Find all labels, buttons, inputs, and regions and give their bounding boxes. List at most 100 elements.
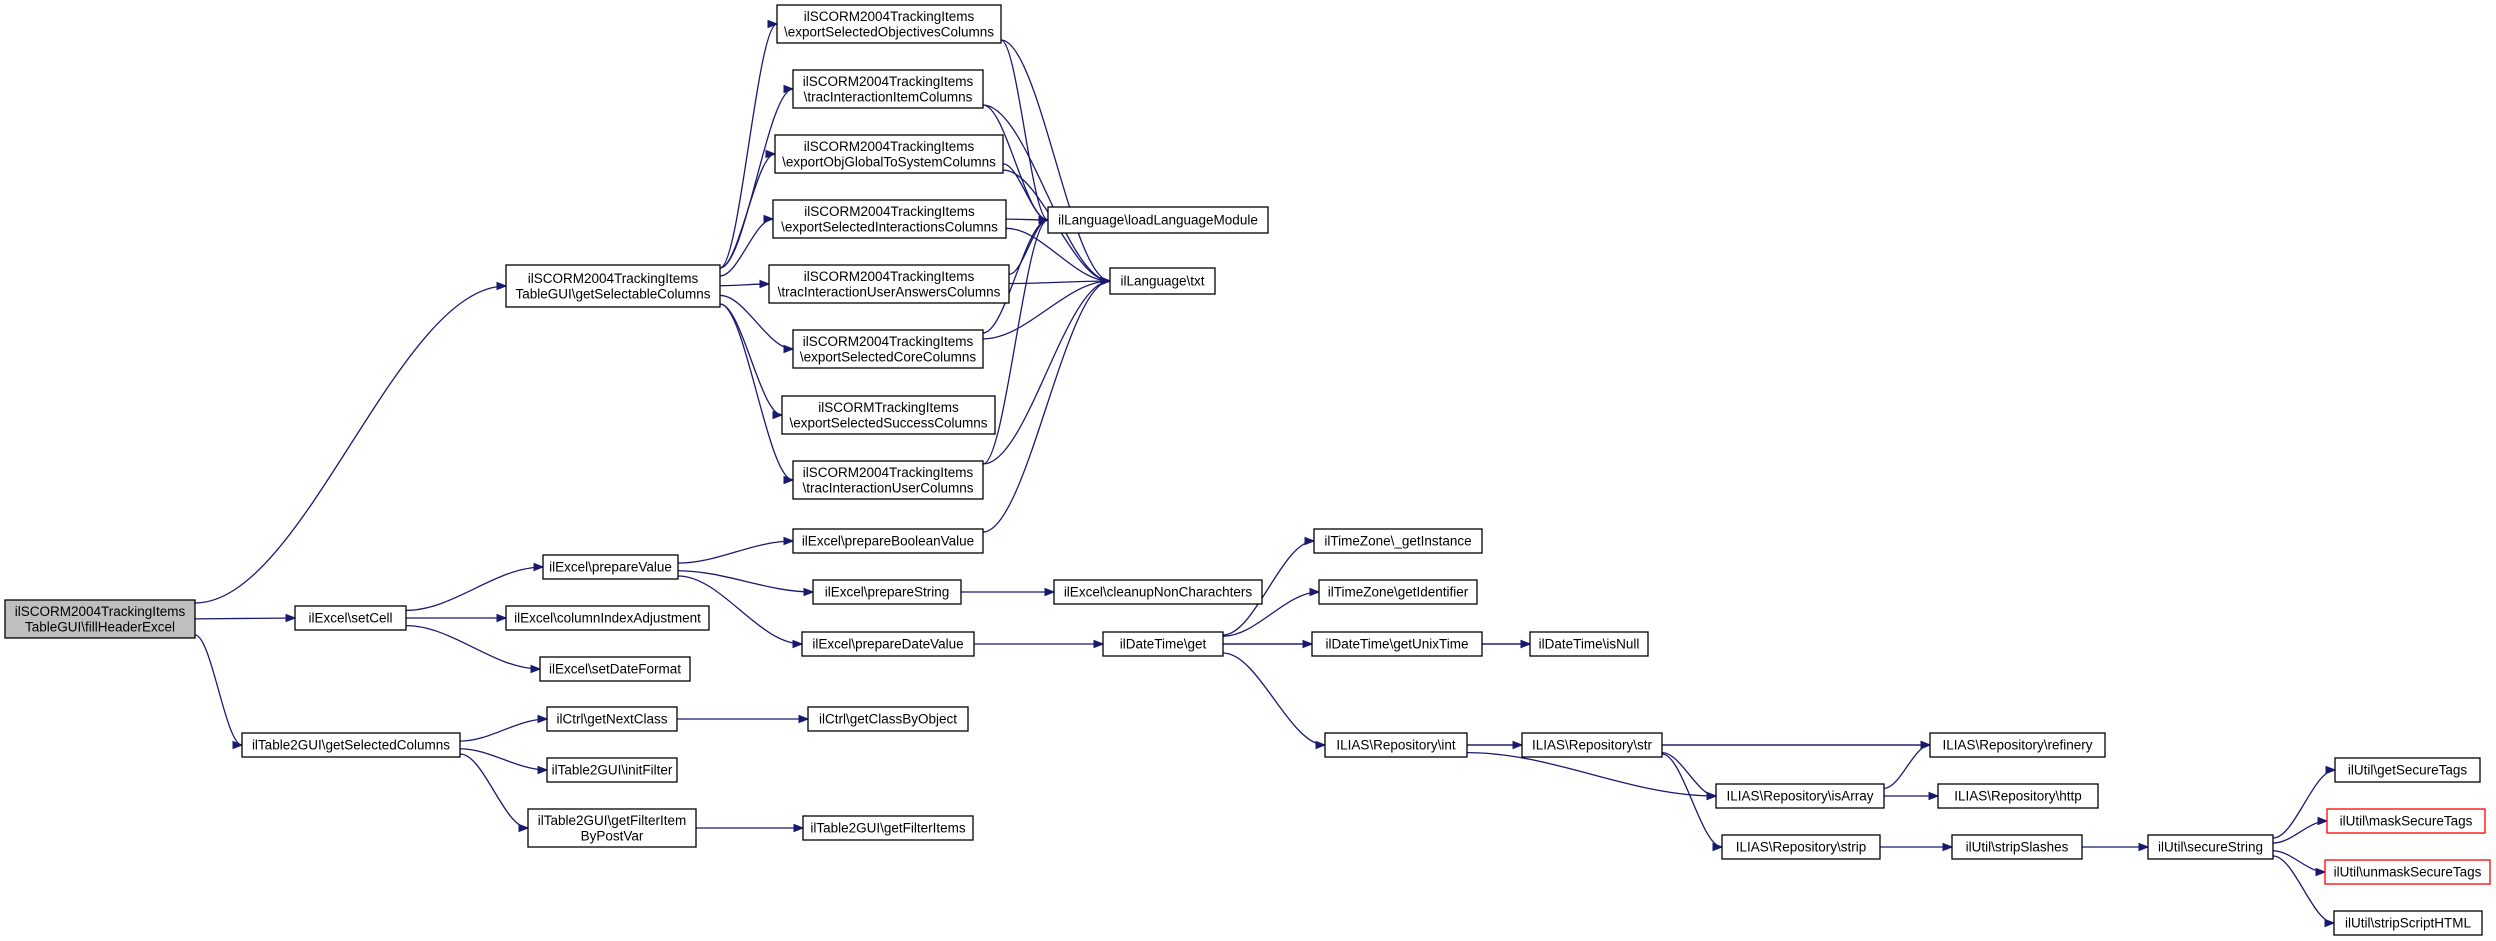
arrowhead-icon [798,714,810,724]
edge-line [194,617,296,620]
node-table2gui-get-filter-items[interactable]: ilTable2GUI\getFilterItems [802,815,974,841]
node-excel-prepare-boolean-value[interactable]: ilExcel\prepareBooleanValue [792,528,984,554]
node-label-line: ilSCORM2004TrackingItems [804,204,975,219]
arrowhead-icon [2325,765,2337,775]
call-edge-excel_set_cell-to-excel_column_index_adjustment [406,613,508,623]
call-edge-ctrl_get_next_class-to-ctrl_get_class_by_object [676,714,810,724]
node-export-selected-success-columns[interactable]: ilSCORMTrackingItems\exportSelectedSucce… [781,395,996,435]
arrowhead-icon [793,823,805,833]
node-label-line: TableGUI\fillHeaderExcel [25,619,175,634]
node-label-line: ByPostVar [581,828,644,843]
node-box [792,329,984,369]
node-repository-http[interactable]: ILIAS\Repository\http [1937,783,2099,809]
node-box [774,134,1004,174]
call-edge-table2gui_get_selected_columns-to-table2gui_get_filter_item_by_post_var [459,753,530,833]
node-label-line: ilSCORMTrackingItems [818,400,959,415]
edge-line [405,566,544,611]
arrowhead-icon [285,613,297,623]
call-edge-get_selectable_columns-to-trac_interaction_item_columns [719,84,795,269]
arrowhead-icon [1315,740,1327,750]
node-excel-set-date-format[interactable]: ilExcel\setDateFormat [539,656,691,682]
node-repository-refinery[interactable]: ILIAS\Repository\refinery [1929,732,2106,758]
node-datetime-is-null[interactable]: ilDateTime\isNull [1529,631,1649,657]
node-language-txt[interactable]: ilLanguage\txt [1109,267,1216,295]
node-label-line: ilTimeZone\_getInstance [1324,534,1471,549]
node-box [527,808,697,848]
node-get-selectable-columns[interactable]: ilSCORM2004TrackingItemsTableGUI\getSele… [505,264,721,308]
node-label-line: ilUtil\maskSecureTags [2340,814,2473,829]
node-label-line: ilCtrl\getNextClass [556,712,667,727]
node-label-line: ilUtil\stripScriptHTML [2345,916,2472,931]
node-excel-set-cell[interactable]: ilExcel\setCell [294,605,407,631]
call-edge-excel_set_cell-to-excel_prepare_value [405,562,545,611]
node-ctrl-get-next-class[interactable]: ilCtrl\getNextClass [546,706,678,732]
node-label-line: ilLanguage\txt [1120,274,1204,289]
arrowhead-icon [1044,587,1056,597]
node-label-line: ilUtil\unmaskSecureTags [2334,865,2482,880]
node-excel-cleanup-non-charachters[interactable]: ilExcel\cleanupNonCharachters [1053,579,1263,605]
call-edge-get_selectable_columns-to-export_selected_interactions_columns [719,214,775,277]
node-fill-header-excel[interactable]: ilSCORM2004TrackingItemsTableGUI\fillHea… [4,599,196,639]
node-label-line: ilSCORM2004TrackingItems [803,334,974,349]
node-label-line: ilUtil\secureString [2158,840,2263,855]
node-repository-is-array[interactable]: ILIAS\Repository\isArray [1715,783,1885,809]
call-edge-repository_is_array-to-repository_refinery [1883,740,1932,789]
node-label-line: \exportSelectedCoreColumns [800,349,977,364]
node-ctrl-get-class-by-object[interactable]: ilCtrl\getClassByObject [807,706,969,732]
node-util-get-secure-tags[interactable]: ilUtil\getSecureTags [2334,757,2481,783]
call-edge-fill_header_excel-to-table2gui_get_selected_columns [194,634,244,750]
node-timezone-get-instance[interactable]: ilTimeZone\_getInstance [1313,528,1483,554]
node-util-secure-string[interactable]: ilUtil\secureString [2147,834,2274,860]
node-repository-int[interactable]: ILIAS\Repository\int [1324,732,1468,758]
call-edge-repository_str-to-repository_strip [1661,753,1724,852]
node-box [1313,528,1483,554]
node-export-obj-global-to-system-columns[interactable]: ilSCORM2004TrackingItems\exportObjGlobal… [774,134,1004,174]
node-box [1721,834,1881,860]
node-trac-interaction-user-columns[interactable]: ilSCORM2004TrackingItems\tracInteraction… [792,460,984,500]
node-util-strip-script-html[interactable]: ilUtil\stripScriptHTML [2333,910,2483,936]
node-excel-prepare-date-value[interactable]: ilExcel\prepareDateValue [801,631,975,657]
node-box [1102,631,1224,657]
node-box [792,528,984,554]
call-edge-fill_header_excel-to-excel_set_cell [194,613,297,623]
node-export-selected-core-columns[interactable]: ilSCORM2004TrackingItems\exportSelectedC… [792,329,984,369]
edge-line [982,104,1111,282]
node-excel-prepare-value[interactable]: ilExcel\prepareValue [542,554,679,580]
node-label-line: \exportObjGlobalToSystemColumns [782,154,996,169]
node-label-line: TableGUI\getSelectableColumns [515,286,710,301]
edges-layer [194,19,2337,928]
node-box [802,815,974,841]
node-export-selected-interactions-columns[interactable]: ilSCORM2004TrackingItems\exportSelectedI… [772,199,1007,239]
node-trac-interaction-user-answers-columns[interactable]: ilSCORM2004TrackingItems\tracInteraction… [768,264,1010,304]
arrowhead-icon [1942,842,1954,852]
node-label-line: ilTable2GUI\getFilterItem [538,813,687,828]
arrowhead-icon [765,149,777,159]
node-excel-column-index-adjustment[interactable]: ilExcel\columnIndexAdjustment [505,605,710,631]
edge-line [719,218,774,277]
node-box [781,395,996,435]
node-box [1053,579,1263,605]
arrowhead-icon [232,740,244,750]
arrowhead-icon [1920,740,1932,750]
node-datetime-get[interactable]: ilDateTime\get [1102,631,1224,657]
node-table2gui-init-filter[interactable]: ilTable2GUI\initFilter [546,757,678,783]
node-excel-prepare-string[interactable]: ilExcel\prepareString [812,579,962,605]
node-repository-str[interactable]: ILIAS\Repository\str [1521,732,1663,758]
node-util-strip-slashes[interactable]: ilUtil\stripSlashes [1951,834,2083,860]
node-export-selected-objectives-columns[interactable]: ilSCORM2004TrackingItems\exportSelectedO… [776,4,1002,44]
node-load-language-module[interactable]: ilLanguage\loadLanguageModule [1047,206,1269,234]
call-edge-table2gui_get_selected_columns-to-ctrl_get_next_class [459,714,549,742]
node-util-mask-secure-tags[interactable]: ilUtil\maskSecureTags [2326,808,2486,834]
node-datetime-get-unix-time[interactable]: ilDateTime\getUnixTime [1311,631,1483,657]
node-trac-interaction-item-columns[interactable]: ilSCORM2004TrackingItems\tracInteraction… [792,69,984,109]
node-label-line: ILIAS\Repository\http [1954,789,2082,804]
node-util-unmask-secure-tags[interactable]: ilUtil\unmaskSecureTags [2324,859,2491,885]
node-table2gui-get-selected-columns[interactable]: ilTable2GUI\getSelectedColumns [241,732,461,758]
node-repository-strip[interactable]: ILIAS\Repository\strip [1721,834,1881,860]
call-edge-datetime_get-to-repository_int [1222,652,1327,750]
node-box [2334,757,2481,783]
node-timezone-get-identifier[interactable]: ilTimeZone\getIdentifier [1318,579,1478,605]
node-label-line: ilExcel\prepareString [825,585,950,600]
